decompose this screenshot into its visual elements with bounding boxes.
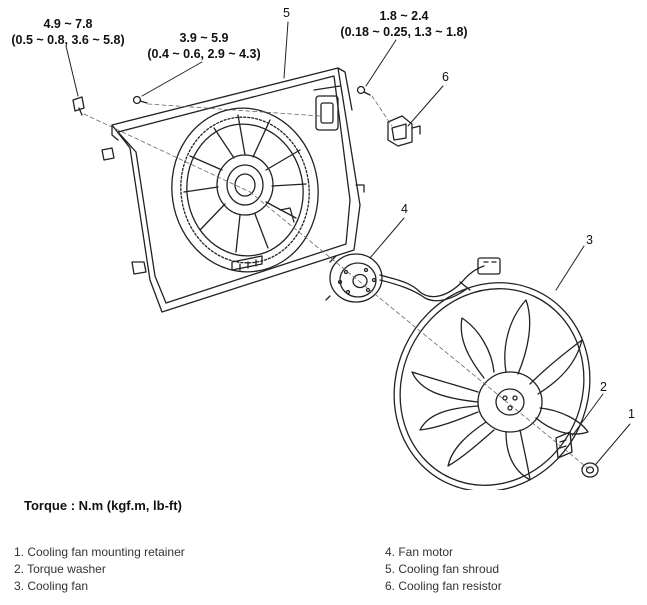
exploded-view-diagram [65,21,631,490]
torque-callout-b: 3.9 ~ 5.9 (0.4 ~ 0.6, 2.9 ~ 4.3) [140,30,268,62]
cooling-fan-mounting-retainer [581,462,599,478]
torque-detail: (0.18 ~ 0.25, 1.3 ~ 1.8) [340,25,468,39]
bolt-middle [132,95,148,105]
torque-value: 3.9 ~ 5.9 [179,31,229,45]
torque-value: 1.8 ~ 2.4 [379,9,429,23]
fan-motor [325,253,501,303]
legend-item: 5. Cooling fan shroud [385,562,500,576]
assembly-axis [83,95,591,471]
torque-detail: (0.5 ~ 0.8, 3.6 ~ 5.8) [11,33,125,47]
leader-lines [65,21,631,465]
part-number-1: 1 [628,407,635,421]
part-number-5: 5 [283,6,290,20]
bolt-left [72,96,85,116]
part-number-6: 6 [442,70,449,84]
legend-item: 6. Cooling fan resistor [385,579,502,593]
torque-callout-c: 1.8 ~ 2.4 (0.18 ~ 0.25, 1.3 ~ 1.8) [334,8,474,40]
legend-item: 2. Torque washer [14,562,106,576]
legend-item: 4. Fan motor [385,545,454,559]
cooling-fan-resistor [387,115,421,147]
parts-legend-left: 1. Cooling fan mounting retainer 2. Torq… [14,544,185,595]
parts-legend-right: 4. Fan motor 5. Cooling fan shroud 6. Co… [385,544,502,595]
cooling-fan-shroud [101,67,365,313]
torque-detail: (0.4 ~ 0.6, 2.9 ~ 4.3) [147,47,261,61]
bolt-right [356,85,371,96]
part-number-3: 3 [586,233,593,247]
legend-item: 1. Cooling fan mounting retainer [14,545,185,559]
cooling-fan [393,282,591,490]
torque-washer [555,431,573,459]
torque-units-note: Torque : N.m (kgf.m, lb-ft) [24,498,182,513]
part-number-4: 4 [401,202,408,216]
part-number-2: 2 [600,380,607,394]
legend-item: 3. Cooling fan [14,579,89,593]
torque-value: 4.9 ~ 7.8 [43,17,93,31]
torque-callout-a: 4.9 ~ 7.8 (0.5 ~ 0.8, 3.6 ~ 5.8) [4,16,132,48]
